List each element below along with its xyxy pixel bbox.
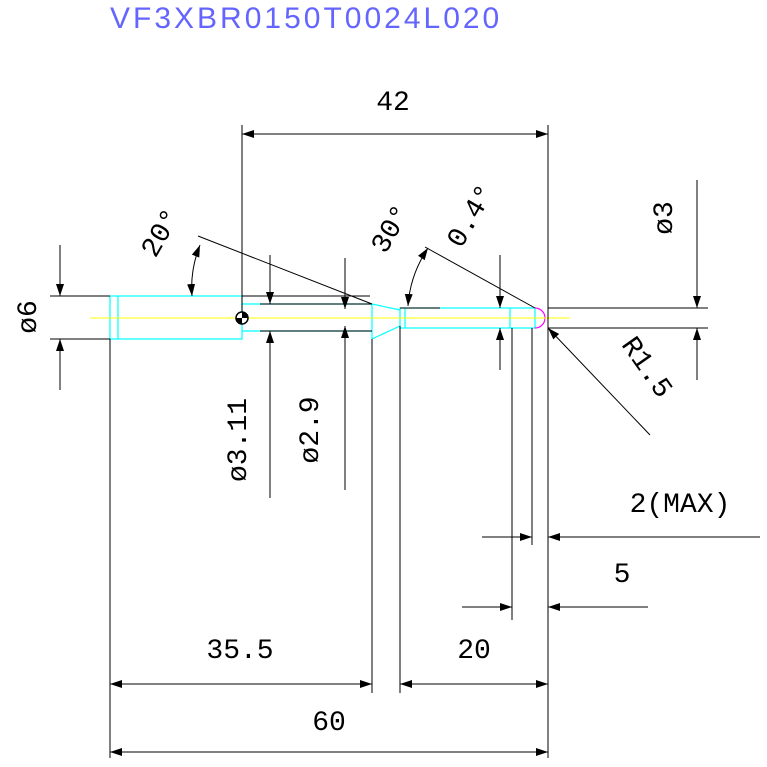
dim-label-2max: 2(MAX) <box>630 490 731 521</box>
dim-label-dia-3: ø3 <box>650 201 681 235</box>
dim-line-radius-1-5 <box>547 327 651 436</box>
dim-label-60: 60 <box>312 708 346 739</box>
dim-label-angle-30: 30° <box>366 200 418 259</box>
dim-arc-angle-30 <box>404 247 429 307</box>
dim-label-dia-6: ø6 <box>14 300 45 334</box>
dim-label-angle-0-4: 0.4° <box>442 180 502 254</box>
dim-label-radius-1-5: R1.5 <box>613 332 677 405</box>
dim-label-angle-20: 20° <box>136 204 188 263</box>
dim-label-20: 20 <box>457 636 491 667</box>
center-point-marker <box>235 311 249 325</box>
dim-arc-angle-20 <box>187 244 201 297</box>
dim-label-dia-2-9: ø2.9 <box>296 396 327 463</box>
dim-label-42: 42 <box>376 88 410 119</box>
dim-label-35-5: 35.5 <box>206 636 273 667</box>
dim-label-5: 5 <box>614 560 631 591</box>
drawing-title: VF3XBR0150T0024L020 <box>110 2 502 35</box>
dim-label-dia-3-11: ø3.11 <box>224 398 255 482</box>
